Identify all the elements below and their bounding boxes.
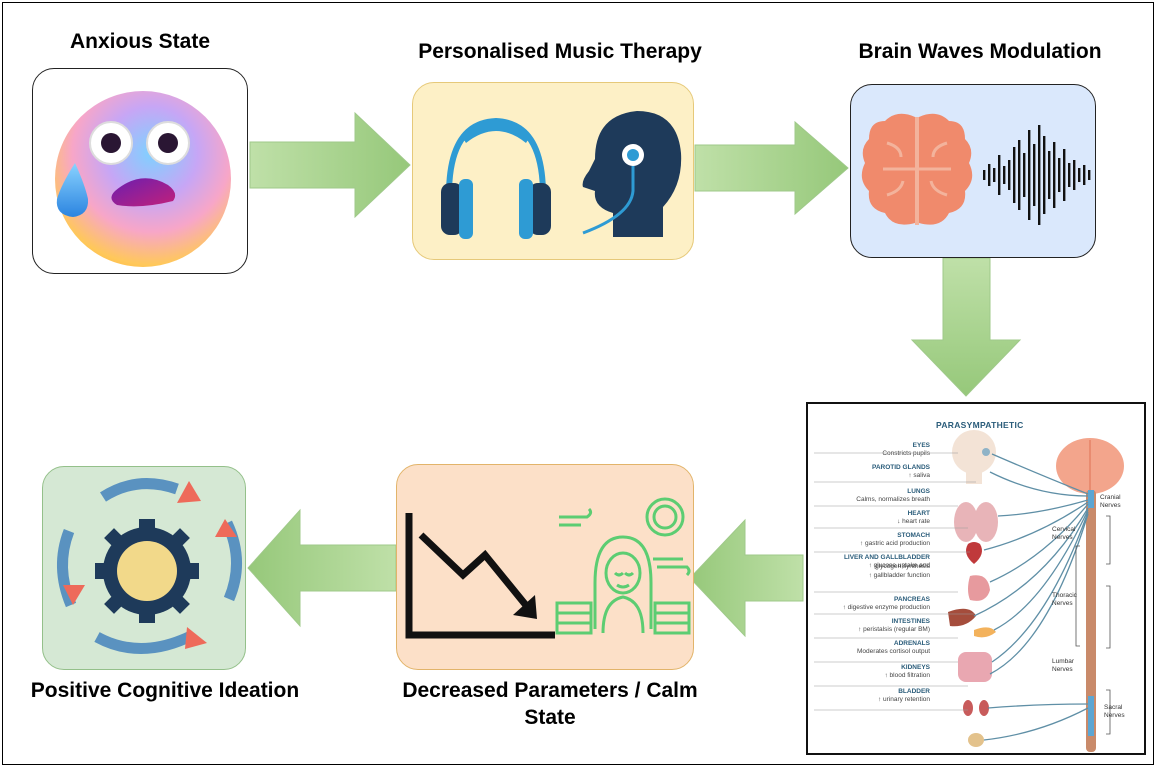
headphones-icon: [441, 117, 551, 239]
wave-bar: [1018, 140, 1021, 210]
positive-ideation-box: [42, 466, 246, 670]
organ-effect: Calms, normalizes breath: [856, 496, 930, 503]
wave-bar: [1068, 163, 1071, 187]
organ-effect: ↑ glucose uptake and: [868, 562, 930, 569]
arrow-anxious-to-music: [249, 111, 411, 219]
wave-bar: [998, 155, 1001, 195]
organ-name: ADRENALS: [893, 640, 930, 647]
anxious-emoji-icon: [55, 91, 231, 267]
wave-bar: [1008, 160, 1011, 190]
anxious-state-box: [32, 68, 248, 274]
brain-icon: [861, 113, 973, 225]
organ-name: LIVER AND GALLBLADDER: [843, 554, 930, 561]
organ-effect: ↑ saliva: [908, 472, 930, 479]
cervical-nerves-label: Cervical Nerves: [1052, 526, 1076, 541]
organ-effect: ↑ gastric acid production: [859, 540, 930, 547]
wave-bar: [1078, 168, 1081, 182]
organ-name: INTESTINES: [891, 618, 930, 625]
organ-row: KIDNEYS↑ blood filtration: [808, 664, 930, 680]
calm-person-icon: [555, 497, 691, 635]
organ-name: KIDNEYS: [901, 664, 930, 671]
organ-effect: ↑ peristalsis (regular BM): [858, 626, 930, 633]
wave-bar: [1058, 158, 1061, 192]
music-therapy-box: [412, 82, 694, 260]
organ-row: ↑ gallbladder function: [808, 572, 930, 580]
wave-bar: [1043, 136, 1046, 214]
thoracic-nerves-label: Thoracic Nerves: [1052, 592, 1077, 607]
organ-row: STOMACH↑ gastric acid production: [808, 532, 930, 548]
organ-effect: Constricts pupils: [882, 450, 930, 457]
positive-ideation-title: Positive Cognitive Ideation: [30, 679, 300, 702]
arrow-nervous-to-calm: [689, 518, 804, 638]
sound-wave-icon: [983, 125, 1091, 225]
organ-effect: ↑ digestive enzyme production: [842, 604, 930, 611]
music-therapy-title: Personalised Music Therapy: [418, 40, 702, 63]
wave-bar: [1083, 165, 1086, 185]
wave-bar: [1038, 125, 1041, 225]
organ-name: PAROTID GLANDS: [871, 464, 930, 471]
arrow-music-to-brain: [694, 120, 849, 216]
organ-effect: ↑ urinary retention: [877, 696, 930, 703]
organ-name: STOMACH: [897, 532, 930, 539]
wave-bar: [1033, 144, 1036, 206]
wave-bar: [1053, 142, 1056, 208]
cycle-gear-icon: [56, 478, 243, 654]
decreasing-trend-icon: [405, 513, 555, 639]
sacral-nerves-label: Sacral Nerves: [1104, 704, 1125, 719]
organ-row: PANCREAS↑ digestive enzyme production: [808, 596, 930, 612]
organ-name: BLADDER: [898, 688, 930, 695]
organ-effect: Moderates cortisol output: [857, 648, 930, 655]
arrow-brain-down: [910, 257, 1022, 397]
parasympathetic-heading: PARASYMPATHETIC: [936, 420, 1024, 430]
wave-bar: [1048, 151, 1051, 199]
wave-bar: [1088, 170, 1091, 180]
organ-effect: ↑ blood filtration: [884, 672, 930, 679]
wave-bar: [1028, 130, 1031, 220]
organ-row: glycogen synthesis: [808, 563, 930, 571]
organ-effect: glycogen synthesis: [875, 563, 930, 570]
organ-row: HEART↓ heart rate: [808, 510, 930, 526]
organ-row: LIVER AND GALLBLADDER↑ glucose uptake an…: [808, 554, 930, 570]
brain-waves-title: Brain Waves Modulation: [858, 40, 1102, 63]
head-with-earphone-icon: [582, 111, 682, 237]
wave-bar: [993, 168, 996, 182]
wave-bar: [1013, 147, 1016, 203]
organ-effect: ↓ heart rate: [897, 518, 930, 525]
organ-name: PANCREAS: [894, 596, 930, 603]
calm-state-title: Decreased Parameters / Calm State: [402, 679, 698, 729]
organ-name: EYES: [912, 442, 930, 449]
organ-row: INTESTINES↑ peristalsis (regular BM): [808, 618, 930, 634]
wave-bar: [988, 164, 991, 186]
arrow-calm-to-positive: [247, 508, 397, 628]
wave-bar: [1023, 153, 1026, 197]
lumbar-nerves-label: Lumbar Nerves: [1052, 658, 1075, 673]
wave-bar: [1073, 160, 1076, 190]
organ-row: BLADDER↑ urinary retention: [808, 688, 930, 704]
organ-name: LUNGS: [907, 488, 930, 495]
brain-waves-box: [850, 84, 1096, 258]
calm-state-box: [396, 464, 694, 670]
anxious-state-title: Anxious State: [69, 30, 211, 53]
organ-name: HEART: [907, 510, 930, 517]
wave-bar: [1003, 166, 1006, 184]
body-illustration: [814, 430, 1124, 752]
wave-bar: [983, 170, 986, 180]
cranial-nerves-label: Cranial Nerves: [1100, 494, 1121, 509]
organ-row: PAROTID GLANDS↑ saliva: [808, 464, 930, 480]
organ-effect: ↑ gallbladder function: [868, 572, 930, 579]
wave-bar: [1063, 149, 1066, 201]
